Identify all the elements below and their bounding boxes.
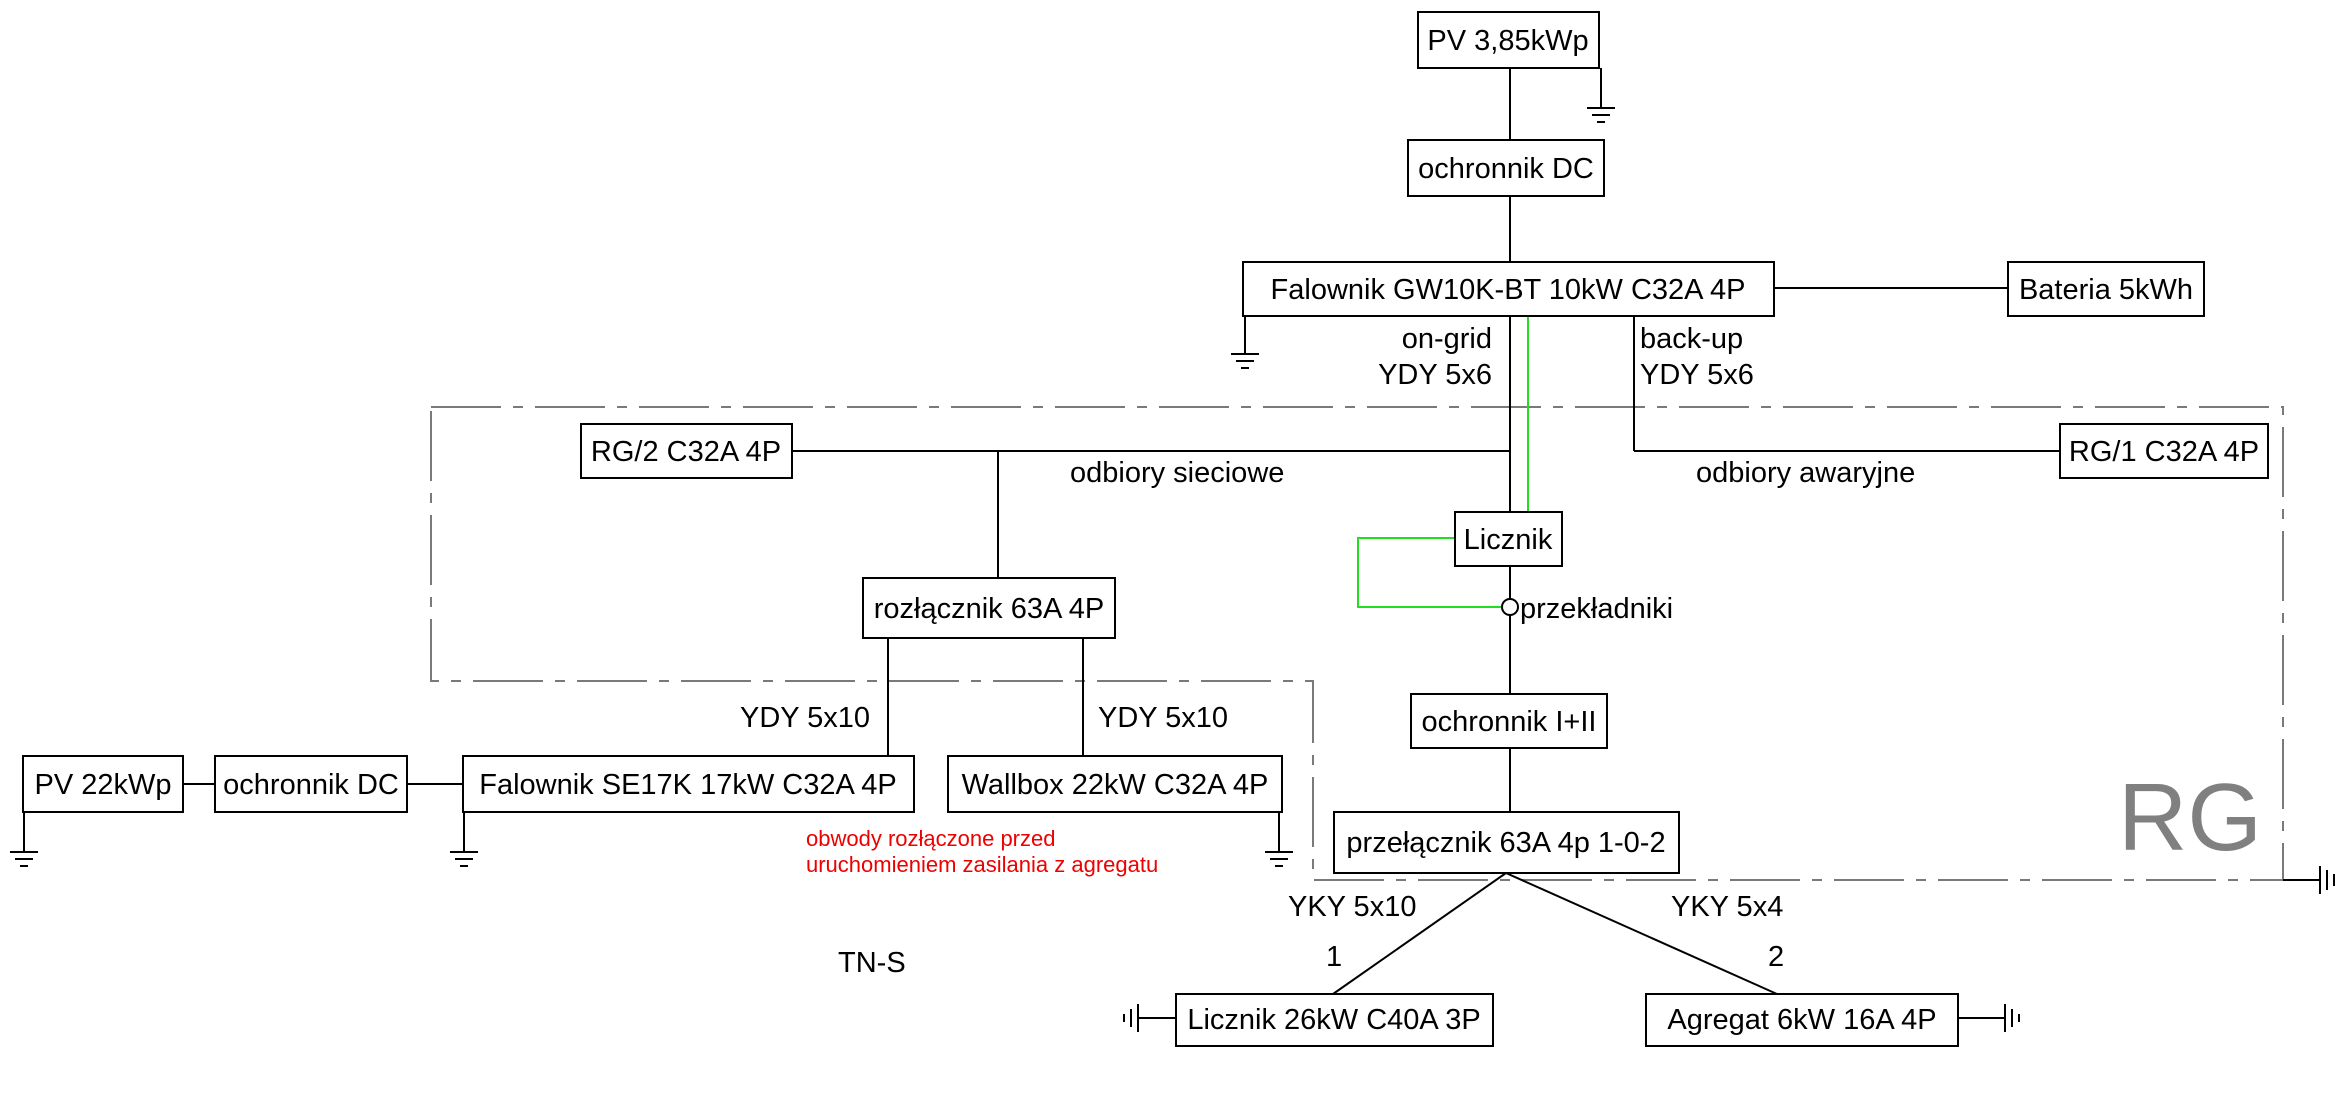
inverter-main-ground-icon — [1231, 353, 1259, 369]
surge-dc-top-block: ochronnik DC — [1407, 139, 1605, 197]
pv-small-label: PV 3,85kWp — [1427, 25, 1588, 57]
surge-dc-left-label: ochronnik DC — [223, 769, 399, 801]
pv-large-ground-icon — [10, 851, 38, 867]
surge-ac-label: ochronnik I+II — [1422, 706, 1597, 738]
rg-zone-border — [430, 406, 2284, 881]
on-grid-label: on-grid — [1402, 323, 1492, 355]
generator-block: Agregat 6kW 16A 4P — [1645, 993, 1959, 1047]
grid-cable-label: YKY 5x10 — [1288, 891, 1416, 923]
surge-dc-left-block: ochronnik DC — [214, 755, 408, 813]
meter-inner-block: Licznik — [1454, 511, 1563, 567]
inverter-se-label: Falownik SE17K 17kW C32A 4P — [479, 769, 896, 801]
pv-large-label: PV 22kWp — [35, 769, 172, 801]
pv-top-ground-icon — [1587, 107, 1615, 123]
grid-meter-block: Licznik 26kW C40A 3P — [1175, 993, 1494, 1047]
rg-ground-icon — [2319, 866, 2335, 894]
earthing-system-label: TN-S — [838, 947, 906, 979]
generator-cable-label: YKY 5x4 — [1671, 891, 1783, 923]
inverter-se-block: Falownik SE17K 17kW C32A 4P — [462, 755, 915, 813]
note-line-2: uruchomieniem zasilania z agregatu — [806, 852, 1158, 877]
switch-position-2-label: 2 — [1768, 941, 1784, 973]
grid-loads-label: odbiory sieciowe — [1070, 457, 1284, 489]
inverter-main-label: Falownik GW10K-BT 10kW C32A 4P — [1271, 274, 1746, 306]
pv-small-block: PV 3,85kWp — [1417, 11, 1600, 69]
switch-position-1-label: 1 — [1326, 941, 1342, 973]
rg2-block: RG/2 C32A 4P — [580, 423, 793, 479]
note-line-1: obwody rozłączone przed — [806, 826, 1055, 851]
pv-large-block: PV 22kWp — [22, 755, 184, 813]
grid-meter-label: Licznik 26kW C40A 3P — [1187, 1004, 1480, 1036]
disconnector-block: rozłącznik 63A 4P — [862, 577, 1116, 639]
back-up-label: back-up — [1640, 323, 1743, 355]
rg1-label: RG/1 C32A 4P — [2069, 436, 2259, 468]
generator-ground-icon — [2004, 1004, 2020, 1032]
inverter-se-ground-icon — [450, 851, 478, 867]
surge-dc-top-label: ochronnik DC — [1418, 153, 1594, 185]
emergency-loads-label: odbiory awaryjne — [1696, 457, 1915, 489]
wallbox-label: Wallbox 22kW C32A 4P — [962, 769, 1269, 801]
transfer-switch-block: przełącznik 63A 4p 1-0-2 — [1333, 811, 1680, 874]
wallbox-cable-label: YDY 5x10 — [1098, 702, 1228, 734]
rg1-block: RG/1 C32A 4P — [2059, 423, 2269, 479]
disconnector-label: rozłącznik 63A 4P — [874, 593, 1105, 625]
wallbox-ground-icon — [1265, 851, 1293, 867]
transfer-switch-label: przełącznik 63A 4p 1-0-2 — [1346, 827, 1665, 859]
on-grid-cable-label: YDY 5x6 — [1378, 359, 1492, 391]
battery-label: Bateria 5kWh — [2019, 274, 2193, 306]
ct-wire — [1357, 537, 1501, 608]
current-transformer-icon — [1501, 598, 1519, 616]
rg-zone-label: RG — [2118, 764, 2262, 871]
surge-ac-block: ochronnik I+II — [1410, 693, 1608, 749]
inverter-main-block: Falownik GW10K-BT 10kW C32A 4P — [1242, 261, 1775, 317]
rg2-label: RG/2 C32A 4P — [591, 436, 781, 468]
current-transformers-label: przekładniki — [1520, 593, 1673, 625]
generator-label: Agregat 6kW 16A 4P — [1667, 1004, 1936, 1036]
grid-meter-ground-icon — [1123, 1004, 1139, 1032]
battery-block: Bateria 5kWh — [2007, 261, 2205, 317]
meter-inner-label: Licznik — [1464, 524, 1553, 556]
wires — [23, 68, 2060, 1019]
back-up-cable-label: YDY 5x6 — [1640, 359, 1754, 391]
wallbox-block: Wallbox 22kW C32A 4P — [947, 755, 1283, 813]
se-cable-label: YDY 5x10 — [740, 702, 870, 734]
